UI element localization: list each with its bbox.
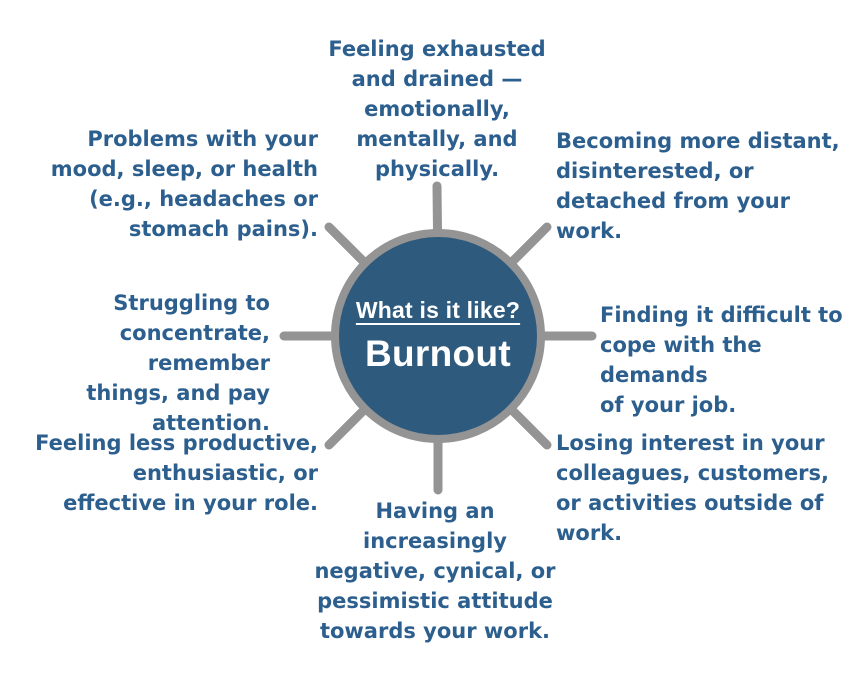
- hub-title: Burnout: [365, 333, 511, 374]
- hub-circle: What is it like? Burnout: [331, 229, 545, 443]
- symptom-label-top: Feeling exhausted and drained — emotiona…: [328, 37, 546, 181]
- hub-question: What is it like?: [355, 297, 521, 323]
- symptom-label-top-left: Problems with your mood, sleep, or healt…: [50, 127, 318, 241]
- symptom-label-top-right: Becoming more distant, disinterested, or…: [556, 129, 840, 243]
- symptom-label-bottom-left: Feeling less productive, enthusiastic, o…: [35, 431, 318, 515]
- symptom-label-bottom-right: Losing interest in your colleagues, cust…: [556, 431, 830, 545]
- symptom-label-bottom: Having an increasingly negative, cynical…: [314, 499, 556, 643]
- symptom-label-left: Struggling to concentrate, remember thin…: [86, 291, 270, 435]
- symptom-label-right: Finding it difficult to cope with the de…: [600, 303, 843, 417]
